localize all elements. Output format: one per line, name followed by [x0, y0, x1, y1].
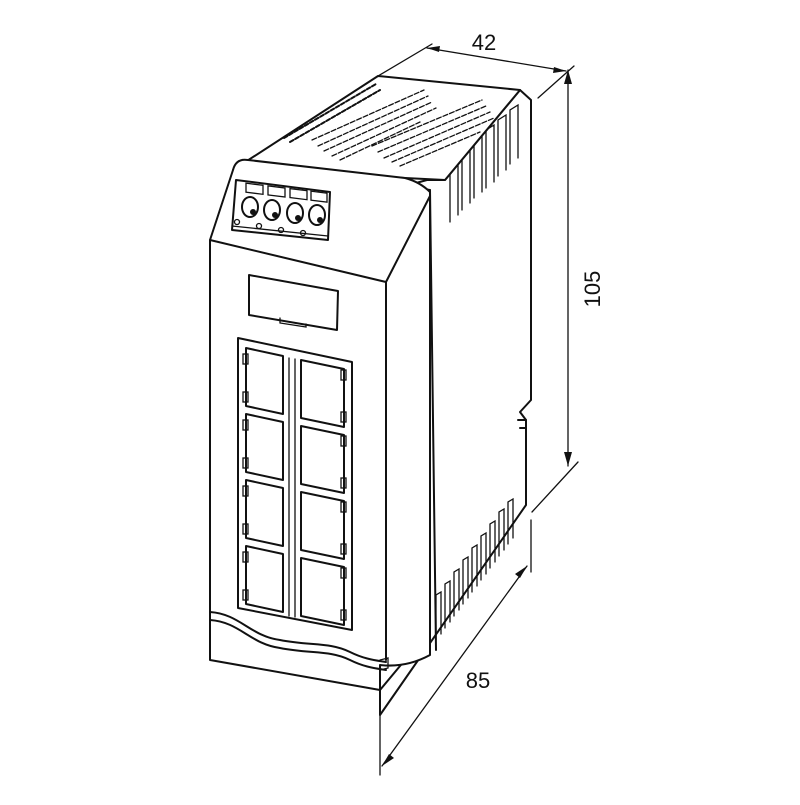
rj45-port-5 [245, 479, 284, 547]
led-window-4 [310, 190, 328, 203]
depth-dimension-label: 85 [466, 668, 490, 693]
rj45-port-4 [300, 425, 345, 494]
rotary-switches [241, 196, 326, 226]
rotary-switch-4 [308, 204, 326, 226]
width-dimension: 42 [377, 30, 575, 99]
led-window-2 [267, 185, 286, 198]
height-dimension-label: 105 [580, 271, 605, 308]
led-window-1 [245, 182, 264, 196]
status-led-windows [245, 182, 328, 203]
rj45-ports-right [300, 359, 347, 626]
label-window [248, 274, 339, 331]
led-window-3 [289, 187, 308, 201]
top-ventilation-slots [283, 83, 495, 167]
control-panel [231, 179, 331, 241]
housing-top [232, 75, 521, 181]
bottom-terminal-cover [209, 611, 389, 671]
rj45-ports-left [242, 347, 284, 613]
rotary-switch-3 [286, 202, 304, 224]
rotary-switch-1 [241, 196, 259, 218]
rj45-port-7 [245, 545, 284, 613]
housing-front [209, 158, 431, 691]
lower-ventilation-fins [435, 497, 514, 641]
rj45-port-2 [300, 359, 345, 428]
rj45-port-1 [245, 347, 284, 415]
rotary-switch-2 [263, 199, 281, 221]
width-dimension-label: 42 [472, 30, 496, 55]
rj45-port-block [237, 337, 353, 631]
rj45-port-6 [300, 491, 345, 560]
height-dimension: 105 [564, 69, 605, 467]
rj45-port-3 [245, 413, 284, 481]
depth-dimension: 85 [379, 461, 579, 776]
rj45-port-8 [300, 557, 345, 626]
